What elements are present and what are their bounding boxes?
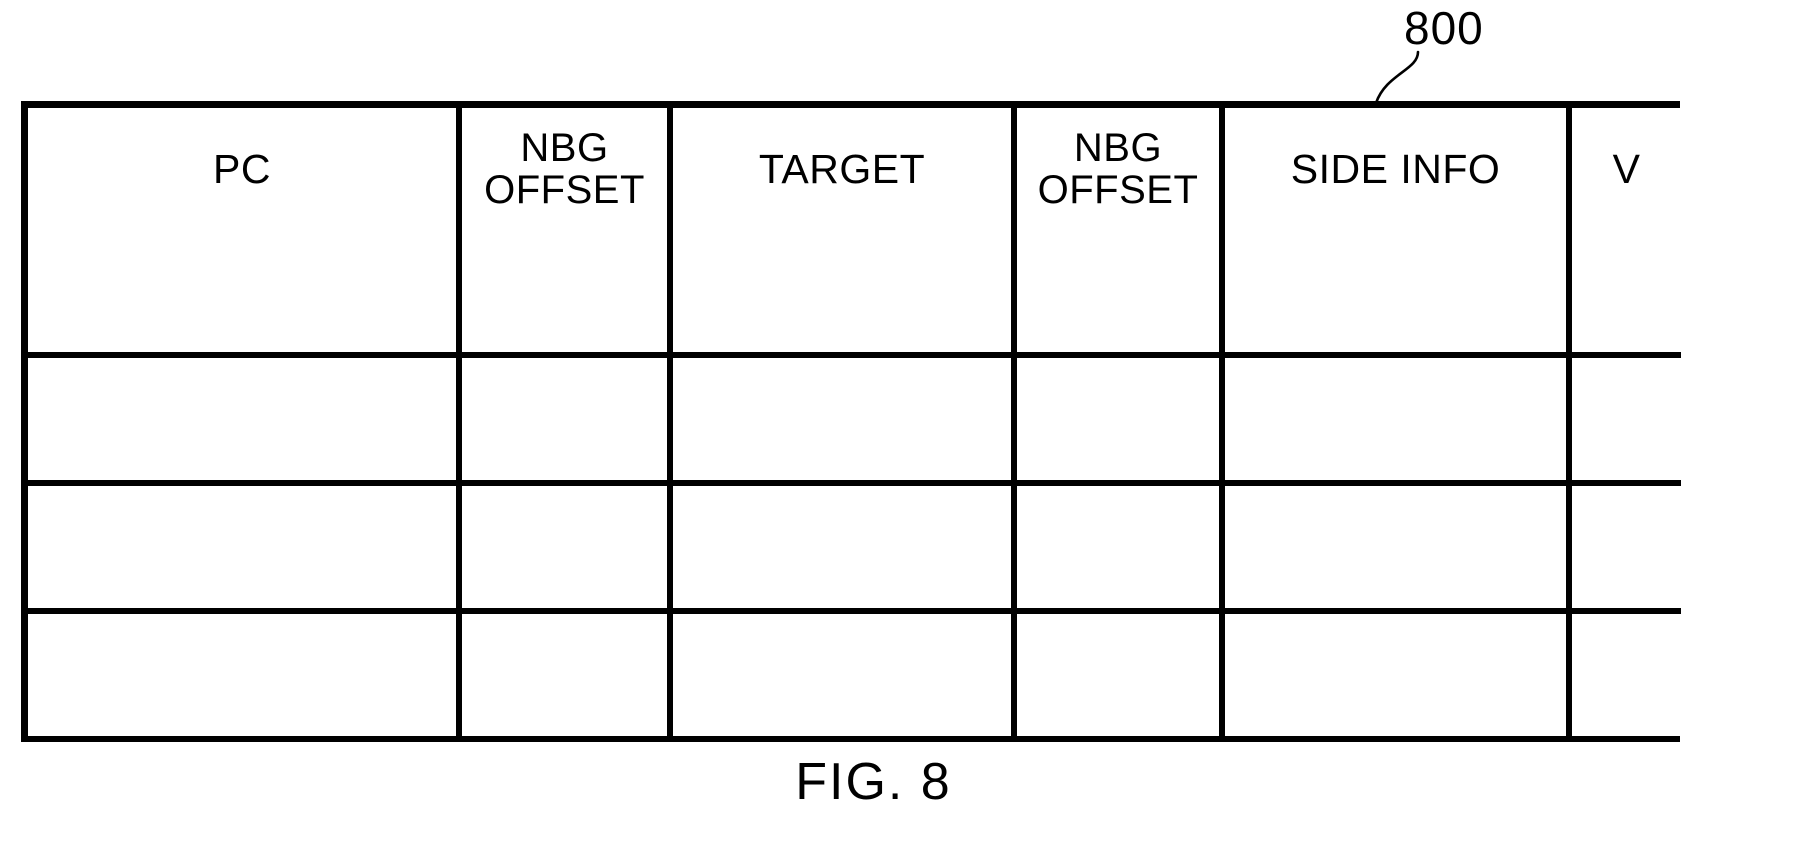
table-row	[28, 480, 1681, 611]
table-row	[28, 608, 1681, 736]
entry-table: PC NBG OFFSET TARGET NBG OF	[28, 108, 1681, 736]
cell-pc	[28, 480, 459, 611]
header-line-2: OFFSET	[1037, 168, 1199, 212]
column-header-nbg-offset-2-label: NBG OFFSET	[1017, 127, 1219, 211]
table-row	[28, 230, 1681, 355]
column-header-v-label: V	[1612, 146, 1641, 192]
header-line-2: OFFSET	[484, 168, 645, 212]
column-header-nbg-offset-2: NBG OFFSET	[1011, 108, 1222, 230]
cell-side	[1219, 480, 1569, 611]
cell-nbg1	[456, 352, 670, 483]
cell-nbg1	[456, 230, 670, 355]
cell-side	[1219, 608, 1569, 736]
cell-nbg1	[456, 608, 670, 736]
table-header-row: PC NBG OFFSET TARGET NBG OF	[28, 108, 1681, 230]
cell-nbg2	[1011, 352, 1222, 483]
table-row	[28, 352, 1681, 483]
cell-target	[667, 352, 1014, 483]
cell-v	[1566, 608, 1681, 736]
column-header-target: TARGET	[667, 108, 1014, 230]
cell-target	[667, 480, 1014, 611]
column-header-v: V	[1566, 108, 1681, 230]
table-800: PC NBG OFFSET TARGET NBG OF	[21, 101, 1681, 742]
reference-numeral-800: 800	[1404, 2, 1484, 54]
column-header-target-label: TARGET	[758, 146, 926, 192]
cell-side	[1219, 352, 1569, 483]
cell-v	[1566, 230, 1681, 355]
cell-pc	[28, 230, 459, 355]
column-header-side-info-label: SIDE INFO	[1290, 146, 1501, 192]
column-header-nbg-offset-1-label: NBG OFFSET	[462, 127, 667, 211]
header-line-1: NBG	[520, 126, 609, 170]
figure-caption-text: FIG. 8	[795, 753, 952, 811]
cell-nbg2	[1011, 230, 1222, 355]
cell-pc	[28, 608, 459, 736]
cell-v	[1566, 352, 1681, 483]
cell-nbg2	[1011, 608, 1222, 736]
figure-caption: FIG. 8	[0, 752, 1815, 812]
header-line-1: NBG	[1073, 126, 1163, 170]
cell-target	[667, 608, 1014, 736]
column-header-pc-label: PC	[213, 146, 271, 192]
cell-side	[1219, 230, 1569, 355]
column-header-nbg-offset-1: NBG OFFSET	[456, 108, 670, 230]
cell-nbg1	[456, 480, 670, 611]
column-header-side-info: SIDE INFO	[1219, 108, 1569, 230]
cell-target	[667, 230, 1014, 355]
table-body	[28, 230, 1681, 736]
column-header-pc: PC	[28, 108, 459, 230]
cell-v	[1566, 480, 1681, 611]
cell-nbg2	[1011, 480, 1222, 611]
leader-line-icon	[1374, 50, 1420, 105]
cell-pc	[28, 352, 459, 483]
